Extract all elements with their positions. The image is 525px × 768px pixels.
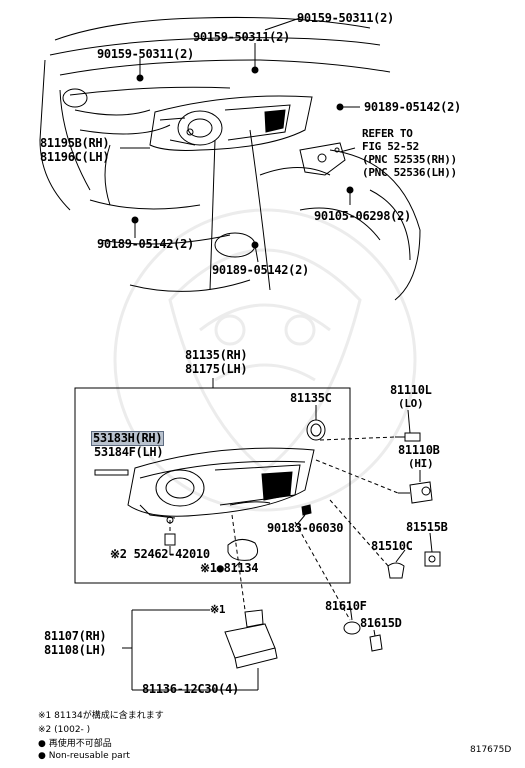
label-90105: 90105-06298(2) [314,209,411,223]
label-refer-1: REFER TO [362,127,413,140]
headlamp-top [149,95,313,151]
label-53184f: 53184F(LH) [94,445,164,459]
label-81108-lh: 81108(LH) [44,643,107,657]
label-81136: 81136-12C30(4) [142,682,239,696]
label-refer-3: (PNC 52535(RH)) [362,153,457,166]
label-81110l: 81110L [390,383,432,397]
label-81175-lh: 81175(LH) [185,362,248,376]
small-bulb [387,562,405,579]
car-front-outline [39,16,421,301]
label-52462: ※2 52462-42010 [110,547,210,561]
socket-ring [306,419,326,441]
nut-part [301,504,312,516]
footnote-2: ※2 (1002- ) [38,725,91,735]
label-81510c: 81510C [371,539,413,553]
fasteners-top [131,66,354,249]
bulb-hi [398,481,433,504]
label-81615d: 81615D [360,616,402,630]
trim-strip [94,469,129,476]
label-90189-bottom: 90189-05142(2) [212,263,309,277]
label-53183h-highlighted[interactable]: 53183H(RH) [90,431,165,446]
label-90159-a: 90159-50311(2) [297,11,394,25]
label-81196c: 81196C(LH) [40,150,110,164]
footnote-4: ● Non-reusable part [38,751,130,761]
label-hi: (HI) [408,457,434,470]
label-lo: (LO) [398,397,424,410]
label-refer-4: (PNC 52536(LH)) [362,166,457,179]
label-81107-rh: 81107(RH) [44,629,107,643]
gasket-part [227,539,259,561]
label-90159-b: 90159-50311(2) [193,30,290,44]
bulb-81615d [369,634,383,652]
label-81135-rh: 81135(RH) [185,348,248,362]
footnote-1: ※1 81134が構成に含まれます [38,711,164,721]
socket-part [424,551,441,567]
label-81135c: 81135C [290,391,332,405]
label-81195b: 81195B(RH) [40,136,110,150]
bulb-lo [395,432,421,442]
label-90159-c: 90159-50311(2) [97,47,194,61]
footnote-3: ● 再使用不可部品 [38,739,112,749]
dashed-guides [169,436,399,621]
label-90189-right: 90189-05142(2) [364,100,461,114]
label-90189-left: 90189-05142(2) [97,237,194,251]
clip-part [164,533,176,546]
ballast-unit [122,609,278,691]
headlamp-assembly [127,447,315,524]
bulb-81610f [343,621,361,635]
label-81134: ※1●81134 [200,561,259,575]
label-refer-2: FIG 52-52 [362,140,419,153]
bracket-part [299,142,346,176]
label-81515b: 81515B [406,520,448,534]
label-81110b: 81110B [398,443,440,457]
label-x1-marker: ※1 [210,603,226,616]
label-81610f: 81610F [325,599,367,613]
figure-code: 817675D [470,745,512,755]
watermark-emblem [113,208,417,512]
label-90183: 90183-06030 [267,521,344,535]
leader-lines-bottom [169,378,433,690]
